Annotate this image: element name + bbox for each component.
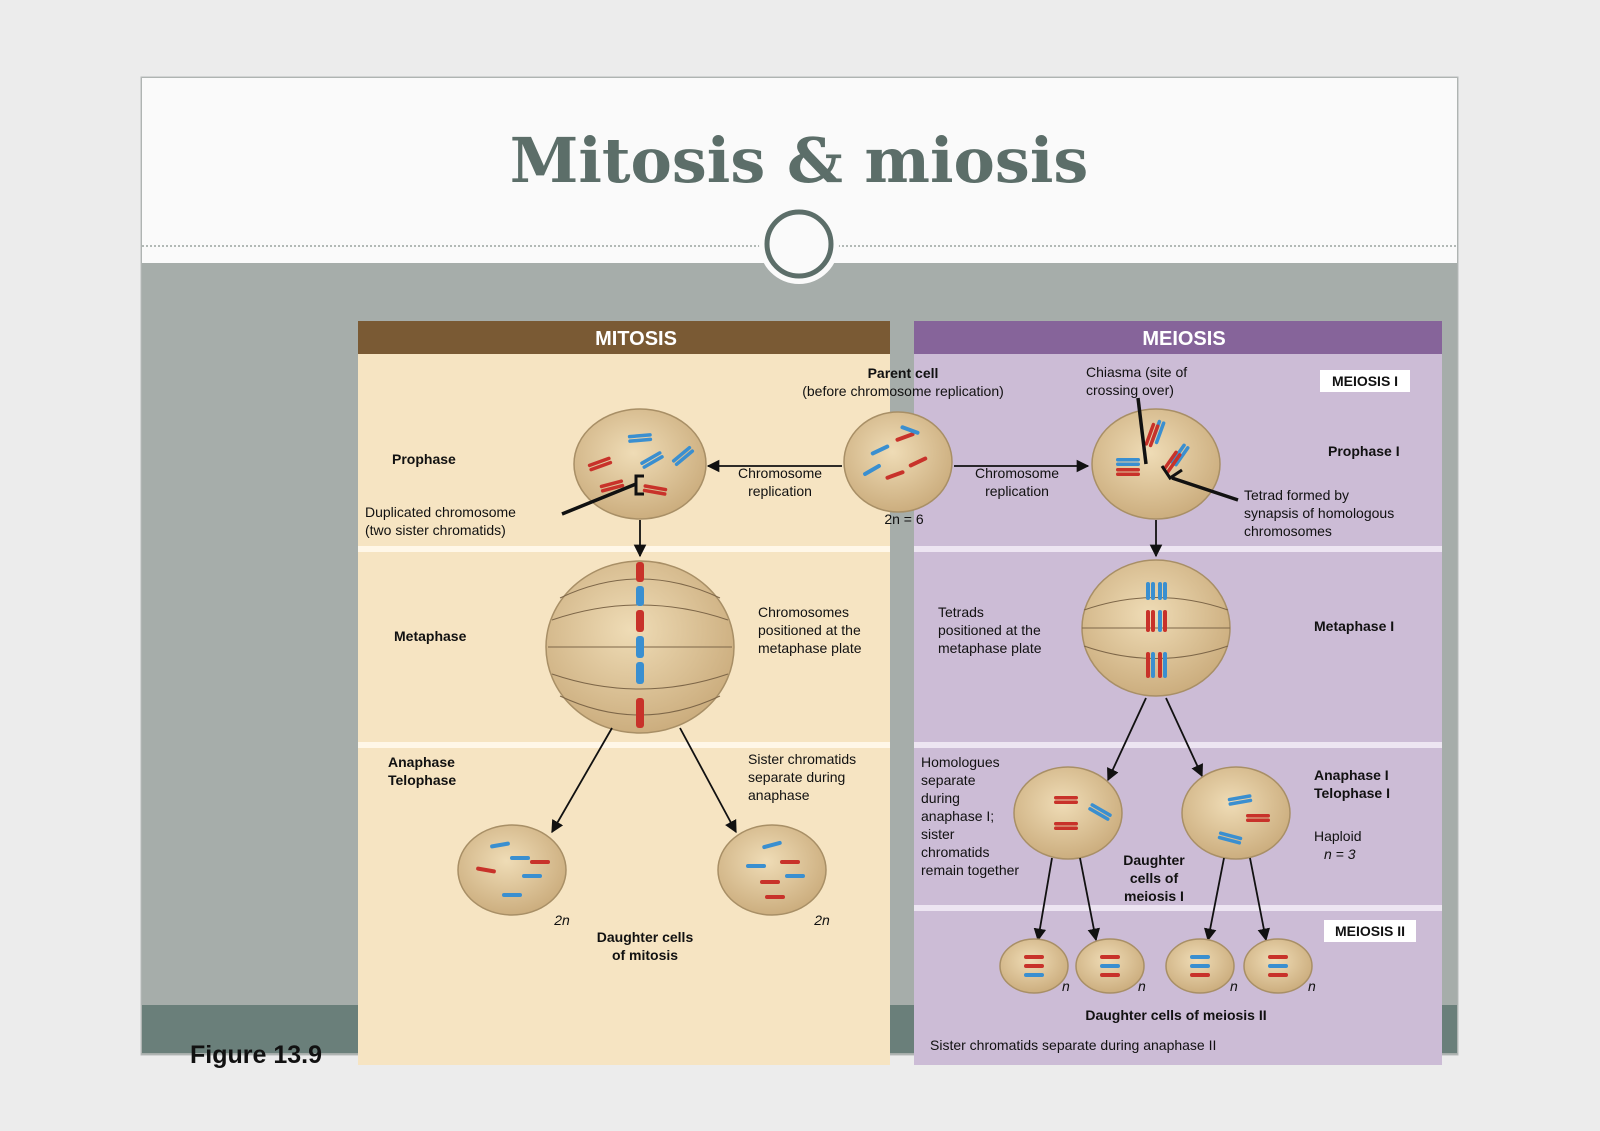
- meiosis2-daughter-cell-4: [1243, 938, 1313, 994]
- mitosis-anaphase-label-1: Anaphase: [388, 754, 455, 770]
- meiosis-header-bar: [914, 321, 1442, 354]
- mitosis-arrow-right: [679, 727, 737, 834]
- mitosis-row-sep-2: [358, 742, 890, 748]
- meiosis-row-sep-1: [914, 546, 1442, 552]
- mitosis-replication-1: Chromosome: [738, 465, 822, 481]
- meiosis-tetrads-note-1: Tetrads: [938, 604, 984, 620]
- meiosis-daughter2-label: Daughter cells of meiosis II: [1085, 1007, 1266, 1023]
- mitosis-metaphase-note-2: positioned at the: [758, 622, 861, 638]
- meiosis-arrow-left: [1107, 697, 1147, 782]
- mitosis-metaphase-label: Metaphase: [394, 628, 467, 644]
- mitosis-prophase-cell: [573, 408, 707, 520]
- meiosis-metaphase-cell: [1081, 559, 1231, 697]
- meiosis-row-sep-2: [914, 742, 1442, 748]
- meiosis-tetrad-pointer: [1171, 476, 1239, 502]
- meiosis-header: MEIOSIS: [1142, 328, 1225, 350]
- meiosis2-arrow-3: [1203, 857, 1225, 942]
- mitosis-row-sep-1: [358, 546, 890, 552]
- mitosis-replication-2: replication: [748, 483, 812, 499]
- title-ring-icon: [764, 209, 834, 279]
- mitosis-daughter-label-2: of mitosis: [612, 947, 678, 963]
- meiosis2-badge: MEIOSIS II: [1335, 923, 1405, 939]
- meiosis-replication-2: replication: [985, 483, 1049, 499]
- meiosis-homologues-1: Homologues: [921, 754, 1000, 770]
- meiosis2-daughter-cell-2: [1075, 938, 1145, 994]
- meiosis-anaphase-label-1: Anaphase I: [1314, 767, 1389, 783]
- parent-label-1: Parent cell: [868, 365, 939, 381]
- mitosis-prophase-label: Prophase: [392, 451, 456, 467]
- meiosis-replication-1: Chromosome: [975, 465, 1059, 481]
- meiosis-homologues-4: anaphase I;: [921, 808, 994, 824]
- mitosis-metaphase-cell: [545, 560, 735, 734]
- meiosis-arrow-right: [1165, 697, 1203, 778]
- meiosis-homologues-3: during: [921, 790, 960, 806]
- meiosis2-daughter-cell-3: [1165, 938, 1235, 994]
- meiosis-tetrad-2: synapsis of homologous: [1244, 505, 1394, 521]
- meiosis-chiasma-pointer: [1136, 397, 1148, 465]
- meiosis2-arrow-2: [1079, 857, 1101, 942]
- mitosis-daughter-left-ploidy: 2n: [553, 912, 570, 928]
- mitosis-sister-note-2: separate during: [748, 769, 845, 785]
- figure-label: Figure 13.9: [190, 1041, 322, 1069]
- meiosis-tetrad-bracket: [1160, 465, 1183, 481]
- mitosis-header-bar: [358, 321, 890, 354]
- parent-cell: [843, 411, 953, 513]
- meiosis-homologues-2: separate: [921, 772, 976, 788]
- meiosis2-n-3: n: [1230, 978, 1238, 994]
- mitosis-duplicated-2: (two sister chromatids): [365, 522, 506, 538]
- meiosis-chiasma-2: crossing over): [1086, 382, 1174, 398]
- meiosis-haploid-1: Haploid: [1314, 828, 1361, 844]
- meiosis-row-sep-3: [914, 905, 1442, 911]
- meiosis-daughter1-2: cells of: [1130, 870, 1179, 886]
- meiosis2-n-4: n: [1308, 978, 1316, 994]
- mitosis-metaphase-note-3: metaphase plate: [758, 640, 862, 656]
- slide-title: Mitosis & miosis: [510, 124, 1089, 197]
- parent-ploidy: 2n = 6: [884, 511, 924, 527]
- meiosis-tetrads-note-3: metaphase plate: [938, 640, 1042, 656]
- meiosis-prophase-label: Prophase I: [1328, 443, 1400, 459]
- meiosis1-daughter-cell-right: [1181, 766, 1291, 860]
- mitosis-daughter-cell-left: [457, 824, 567, 916]
- meiosis2-badge-box: [1324, 920, 1416, 942]
- meiosis2-n-1: n: [1062, 978, 1070, 994]
- meiosis-haploid-2: n = 3: [1324, 846, 1356, 862]
- meiosis-tetrad-1: Tetrad formed by: [1244, 487, 1349, 503]
- meiosis-metaphase-label: Metaphase I: [1314, 618, 1394, 634]
- mitosis-anaphase-label-2: Telophase: [388, 772, 456, 788]
- mitosis-sister-note-3: anaphase: [748, 787, 810, 803]
- parent-label-2: (before chromosome replication): [802, 383, 1004, 399]
- meiosis-homologues-5: sister: [921, 826, 955, 842]
- title-ring-outer: [759, 204, 839, 284]
- meiosis2-daughter-cell-1: [999, 938, 1069, 994]
- meiosis2-arrow-1: [1033, 857, 1053, 942]
- meiosis2-n-2: n: [1138, 978, 1146, 994]
- meiosis2-arrow-4: [1249, 857, 1271, 942]
- mitosis-duplicated-pointer: [561, 482, 637, 516]
- meiosis1-badge: MEIOSIS I: [1332, 373, 1398, 389]
- mitosis-daughter-right-ploidy: 2n: [813, 912, 830, 928]
- meiosis-homologues-6: chromatids: [921, 844, 989, 860]
- mitosis-sister-note-1: Sister chromatids: [748, 751, 856, 767]
- mitosis-daughter-label-1: Daughter cells: [597, 929, 694, 945]
- meiosis-daughter1-3: meiosis I: [1124, 888, 1184, 904]
- meiosis1-daughter-cell-left: [1013, 766, 1123, 860]
- meiosis-homologues-7: remain together: [921, 862, 1019, 878]
- meiosis-tetrad-3: chromosomes: [1244, 523, 1332, 539]
- meiosis-prophase-cell: [1091, 408, 1221, 520]
- mitosis-header: MITOSIS: [595, 328, 677, 350]
- meiosis-chiasma-1: Chiasma (site of: [1086, 364, 1187, 380]
- meiosis-tetrads-note-2: positioned at the: [938, 622, 1041, 638]
- mitosis-duplicated-1: Duplicated chromosome: [365, 504, 516, 520]
- meiosis1-badge-box: [1320, 370, 1410, 392]
- meiosis-sister-sep: Sister chromatids separate during anapha…: [930, 1037, 1216, 1053]
- mitosis-daughter-cell-right: [717, 824, 827, 916]
- meiosis-daughter1-1: Daughter: [1123, 852, 1185, 868]
- meiosis-anaphase-label-2: Telophase I: [1314, 785, 1390, 801]
- mitosis-metaphase-note-1: Chromosomes: [758, 604, 849, 620]
- mitosis-arrow-left: [551, 727, 613, 834]
